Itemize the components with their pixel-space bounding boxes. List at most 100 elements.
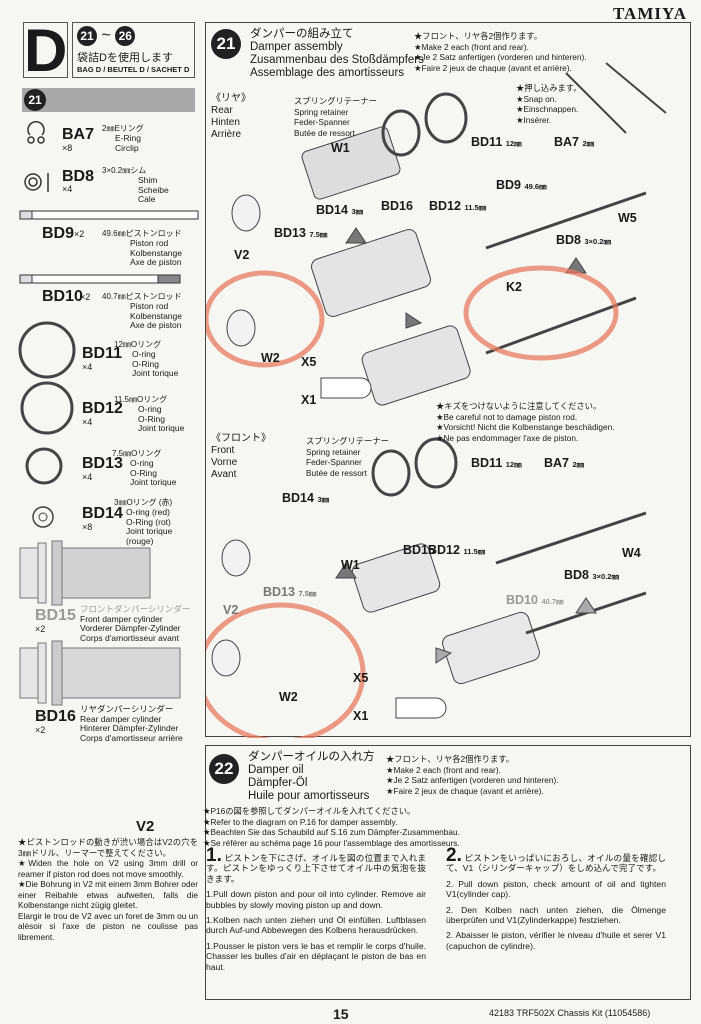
kit-footer: 42183 TRF502X Chassis Kit (11054586) — [489, 1008, 651, 1018]
range-end-badge: 26 — [115, 26, 136, 46]
size: 49.6㎜ — [524, 182, 547, 191]
label-bd10: BD10 40.7㎜ — [506, 593, 564, 607]
part-code: BD9 — [42, 225, 75, 242]
part-name: O-ring — [130, 458, 154, 468]
part-name: Corps d'amortisseur avant — [80, 632, 179, 643]
retainer-jp: スプリングリテーナー — [294, 96, 377, 106]
refer-jp: ★P16の図を参照してダンパーオイルを入れてください。 — [203, 806, 416, 816]
snap-fr: ★Insérer. — [516, 114, 552, 125]
part-name: (rouge) — [126, 535, 154, 546]
label-ba7: BA7 2㎜ — [554, 135, 594, 149]
front-fr: Avant — [211, 469, 237, 480]
tip-en: ★Widen the hole on V2 using 3mm drill or… — [18, 858, 198, 879]
part-name: Joint torique — [132, 368, 179, 378]
size: 3㎜ — [351, 207, 364, 216]
part-jp: 11.5㎜Oリング — [114, 395, 168, 404]
part-qty: ×4 — [82, 362, 93, 372]
part-jp: 3×0.2㎜シム — [102, 166, 147, 175]
rear-fr: Arrière — [211, 129, 242, 140]
refer-en: ★Refer to the diagram on P.16 for damper… — [203, 816, 398, 827]
code: BD14 — [282, 491, 314, 505]
size: 12㎜ — [505, 460, 522, 469]
retainer-fr: Butée de ressort — [306, 467, 367, 478]
part-code: BD12 — [82, 400, 123, 417]
label-k2: K2 — [506, 280, 522, 294]
piston-rod-bd9-icon — [19, 210, 199, 220]
retainer-en: Spring retainer — [294, 106, 349, 117]
piston-rod-icon — [485, 191, 647, 250]
size: 2㎜ — [572, 460, 585, 469]
part-jp: 2㎜Eリング — [102, 124, 144, 133]
part-name: Axe de piston — [130, 257, 182, 267]
note-de: ★Je 2 Satz anfertigen (vorderen und hint… — [386, 775, 559, 785]
title-en: Damper oil — [248, 764, 304, 776]
range-sep: ~ — [101, 27, 111, 44]
part-qty: ×8 — [62, 143, 73, 153]
instruction-jp: ピストンをいっぱいにおろし、オイルの量を確認して、V1（シリンダーキャップ）をし… — [446, 853, 666, 874]
retainer-de: Feder-Spanner — [294, 117, 350, 127]
part-qty: ×4 — [62, 184, 73, 194]
step-21-number: 21 — [211, 29, 241, 59]
pliers-icon — [565, 62, 667, 134]
part-jp: 40.7㎜ピストンロッド — [102, 292, 182, 301]
part-jp: リヤダンパーシリンダー — [80, 704, 174, 714]
title-jp: ダンパーオイルの入れ方 — [248, 751, 375, 763]
note-fr: ★Faire 2 jeux de chaque (avant et arrièr… — [386, 785, 544, 796]
o-ring-bd14-icon — [32, 506, 54, 528]
rear-damper-drawing — [226, 62, 667, 406]
parts-drawings — [18, 120, 199, 706]
o-ring-bd11-icon — [18, 321, 76, 379]
rear-de: Hinten — [211, 117, 240, 128]
size: 40.7㎜ — [541, 597, 564, 606]
part-code: BD8 — [62, 168, 95, 185]
part-name: Cale — [138, 194, 156, 204]
code: BD14 — [316, 203, 348, 217]
label-w5: W5 — [618, 211, 637, 225]
part-name: Corps d'amortisseur arrière — [80, 732, 183, 743]
retainer-fr: Butée de ressort — [294, 127, 355, 138]
bag-info: 21 ~ 26 袋詰Dを使用します BAG D / BEUTEL D / SAC… — [72, 22, 195, 78]
label-x5: X5 — [301, 355, 317, 369]
label-w4: W4 — [622, 546, 641, 560]
careful-en: ★Be careful not to damage piston rod. — [436, 411, 578, 422]
code: BD11 — [471, 135, 503, 149]
careful-jp: ★キズをつけないように注意してください。 — [436, 401, 602, 411]
note-en: ★Make 2 each (front and rear). — [414, 41, 529, 52]
step-22-number: 22 — [209, 754, 239, 784]
note-fr: ★Faire 2 jeux de chaque (avant et arrièr… — [414, 62, 572, 73]
step-21-notes: ★フロント、リヤ各2個作ります。★Make 2 each (front and … — [414, 31, 587, 73]
refer-note: ★P16の図を参照してダンパーオイルを入れてください。★Refer to the… — [203, 806, 460, 848]
instruction-de: 2. Den Kolben nach unten ziehen, die Ölm… — [446, 904, 666, 926]
instruction-fr: 1.Pousser le piston vers le bas et rempl… — [206, 940, 426, 972]
tip-jp: ★ピストンロッドの動きが渋い場合はV2の穴を3㎜ドリル、リーマーで整えてください… — [18, 837, 198, 858]
part-jp: フロントダンパーシリンダー — [80, 604, 191, 614]
page-number: 15 — [333, 1006, 349, 1022]
front-jp: 《フロント》 — [211, 433, 271, 444]
note-de: ★Je 2 Satz anfertigen (vorderen und hint… — [414, 52, 587, 62]
part-name: Kolbenstange — [130, 247, 182, 258]
label-w2: W2 — [279, 690, 298, 704]
label-bd14: BD14 3㎜ — [282, 491, 329, 505]
part-name: Front damper cylinder — [80, 613, 163, 624]
o-ring-icon — [381, 109, 421, 157]
retainer-jp: スプリングリテーナー — [306, 436, 389, 446]
instruction-2: 2. ピストンをいっぱいにおろし、オイルの量を確認して、V1（シリンダーキャップ… — [446, 846, 666, 956]
rear-jp: 《リヤ》 — [211, 93, 251, 104]
part-name: Rear damper cylinder — [80, 713, 162, 724]
part-name: Hinterer Dämpfer-Zylinder — [80, 723, 179, 733]
refer-fr: ★Se référer au schéma page 16 pour l'ass… — [203, 837, 460, 848]
note-jp: ★フロント、リヤ各2個作ります。 — [414, 31, 543, 41]
front-en: Front — [211, 445, 235, 456]
part-qty: ×2 — [35, 725, 46, 735]
tamiya-logo: TAMIYA — [612, 4, 687, 23]
step-number: 1. — [206, 845, 222, 866]
label-w1: W1 — [341, 558, 360, 572]
